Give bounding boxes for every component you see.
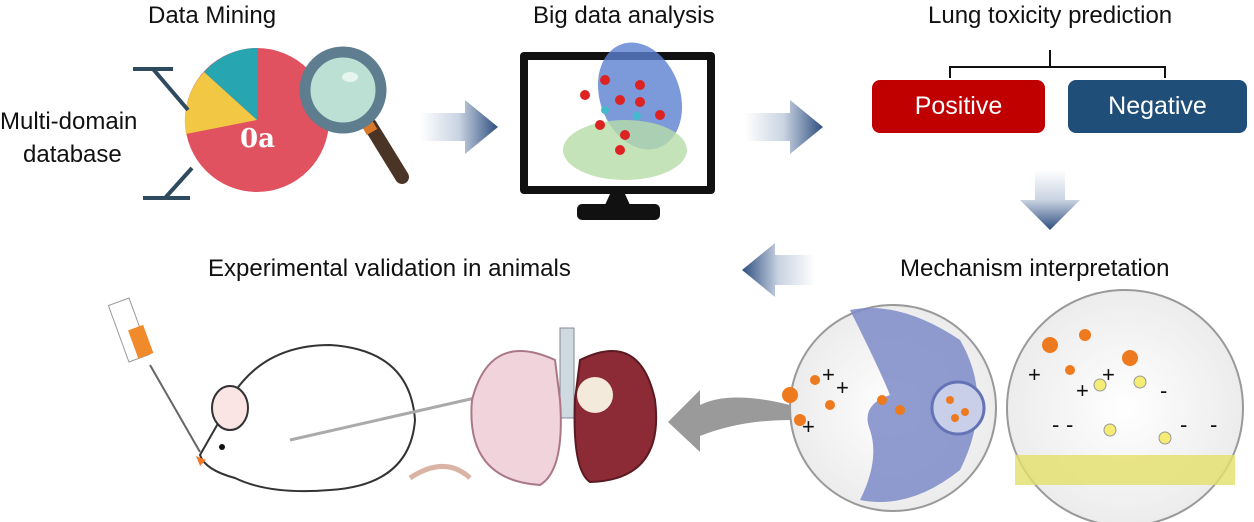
minus-charge: - [1052, 412, 1060, 437]
arrow-left-icon [742, 243, 815, 297]
cell-membrane-illustration [1006, 289, 1244, 522]
step-title-mechanism: Mechanism interpretation [900, 255, 1170, 282]
database-label: Multi-domain [0, 108, 138, 135]
cell-endocytosis-illustration [782, 304, 997, 512]
minus-charge: - [1066, 412, 1074, 437]
pie-logo: 0a [240, 124, 275, 154]
mouse-illustration [107, 297, 476, 493]
arrow-down-icon [1020, 170, 1080, 230]
arrow-right-icon [745, 100, 823, 154]
arrow-curved-left-icon [668, 390, 790, 452]
database-label: database [23, 141, 122, 168]
step-title-big-data: Big data analysis [533, 2, 715, 29]
plus-charge: + [1076, 378, 1089, 403]
plus-charge: + [836, 375, 849, 400]
step-title-prediction: Lung toxicity prediction [928, 2, 1173, 29]
pie-chart-icon [184, 48, 329, 192]
plus-charge: + [1102, 362, 1115, 387]
outcome-positive: Positive [872, 80, 1045, 133]
minus-charge: - [1160, 378, 1168, 403]
database-bracket-icon [133, 67, 194, 200]
step-title-validation: Experimental validation in animals [208, 255, 571, 282]
outcome-negative: Negative [1068, 80, 1247, 133]
plus-charge: + [822, 362, 835, 387]
monitor-icon [520, 42, 715, 220]
magnifier-icon [299, 46, 409, 184]
syringe-icon [107, 297, 201, 453]
plus-charge: + [802, 414, 815, 439]
minus-charge: - [1210, 412, 1218, 437]
plus-charge: + [1028, 362, 1041, 387]
minus-charge: - [1180, 412, 1188, 437]
lungs-illustration [470, 327, 658, 487]
arrow-right-icon [420, 100, 498, 154]
outcome-bracket [949, 50, 1166, 78]
molecule-icon [580, 75, 665, 155]
step-title-data-mining: Data Mining [148, 2, 277, 29]
